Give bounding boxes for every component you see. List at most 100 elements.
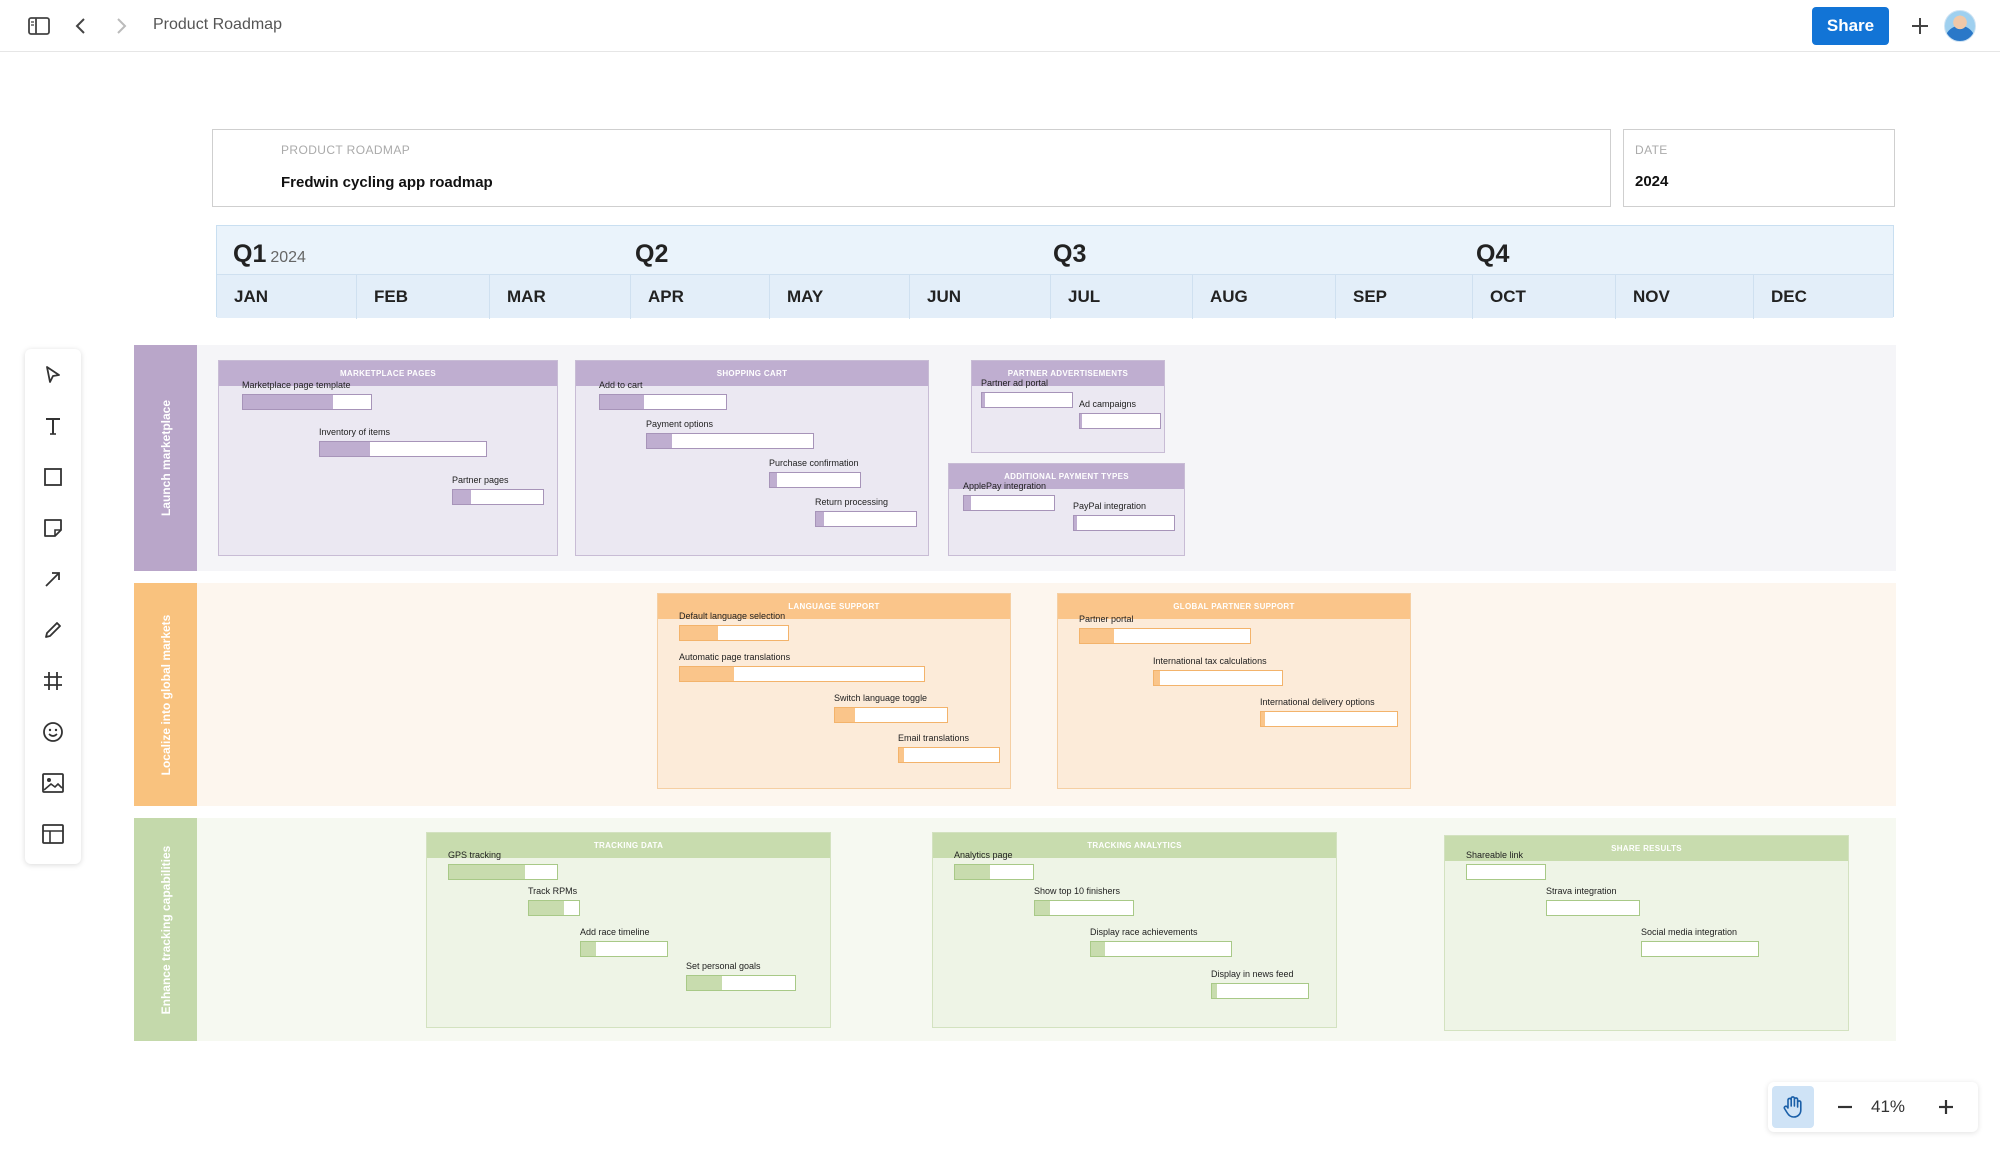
task-progress-bar[interactable] <box>686 975 796 991</box>
swimlane: Localize into global markets <box>134 583 1896 806</box>
epic-title: PARTNER ADVERTISEMENTS <box>972 361 1164 386</box>
minus-icon <box>1838 1105 1852 1109</box>
zoom-control: 41% <box>1768 1082 1978 1132</box>
template-icon[interactable] <box>39 820 67 848</box>
task-progress-bar[interactable] <box>580 941 668 957</box>
task-label: Switch language toggle <box>834 693 928 703</box>
task-progress-bar[interactable] <box>1073 515 1175 531</box>
task-progress-fill <box>680 626 718 640</box>
task-label: GPS tracking <box>448 850 502 860</box>
task-progress-bar[interactable] <box>898 747 1000 763</box>
swimlane-label[interactable]: Enhance tracking capabilities <box>134 818 197 1041</box>
month-nov: NOV <box>1615 275 1753 319</box>
task-progress-bar[interactable] <box>599 394 727 410</box>
date-card-label: DATE <box>1635 143 1668 157</box>
zoom-in-button[interactable] <box>1931 1092 1961 1122</box>
top-bar: Product Roadmap Share <box>0 0 2000 52</box>
task-progress-bar[interactable] <box>1090 941 1232 957</box>
quarter-q2: Q2 <box>635 240 669 268</box>
task-progress-fill <box>1035 901 1050 915</box>
task-progress-fill <box>770 473 778 487</box>
date-card[interactable]: DATE 2024 <box>1623 129 1895 207</box>
pen-icon[interactable] <box>39 616 67 644</box>
task-label: Social media integration <box>1641 927 1738 937</box>
arrow-icon[interactable] <box>39 565 67 593</box>
month-aug: AUG <box>1192 275 1335 319</box>
task-progress-bar[interactable] <box>679 625 789 641</box>
month-jul: JUL <box>1050 275 1192 319</box>
task-progress-bar[interactable] <box>646 433 814 449</box>
task-progress-bar[interactable] <box>452 489 544 505</box>
month-jan: JAN <box>234 287 269 306</box>
task-progress-bar[interactable] <box>242 394 372 410</box>
task-label: PayPal integration <box>1073 501 1147 511</box>
task-progress-bar[interactable] <box>679 666 925 682</box>
task-progress-bar[interactable] <box>1546 900 1640 916</box>
roadmap-title-card[interactable]: PRODUCT ROADMAP Fredwin cycling app road… <box>212 129 1611 207</box>
task-progress-fill <box>687 976 722 990</box>
task-progress-fill <box>600 395 645 409</box>
task-progress-fill <box>899 748 904 762</box>
task-label: Display in news feed <box>1211 969 1294 979</box>
task-progress-fill <box>529 901 564 915</box>
emoji-icon[interactable] <box>39 718 67 746</box>
task-progress-fill <box>816 512 824 526</box>
task-progress-fill <box>320 442 370 456</box>
swimlane-label[interactable]: Launch marketplace <box>134 345 197 571</box>
hand-icon[interactable] <box>1772 1086 1814 1128</box>
swimlane-label[interactable]: Localize into global markets <box>134 583 197 806</box>
zoom-level: 41% <box>1871 1097 1906 1116</box>
task-progress-bar[interactable] <box>1034 900 1134 916</box>
task-label: ApplePay integration <box>963 481 1047 491</box>
text-icon[interactable] <box>39 412 67 440</box>
avatar[interactable] <box>1944 10 1976 42</box>
task-progress-bar[interactable] <box>448 864 558 880</box>
sticky-note-icon[interactable] <box>39 514 67 542</box>
task-progress-fill <box>1080 414 1083 428</box>
cursor-icon[interactable] <box>39 361 67 389</box>
task-label: Show top 10 finishers <box>1034 886 1121 896</box>
task-progress-bar[interactable] <box>769 472 861 488</box>
task-progress-fill <box>955 865 991 879</box>
task-progress-bar[interactable] <box>1153 670 1283 686</box>
task-label: Return processing <box>815 497 889 507</box>
task-progress-fill <box>647 434 672 448</box>
chevron-left-icon[interactable] <box>66 12 94 40</box>
sidebar-toggle-icon[interactable] <box>25 12 53 40</box>
task-label: Add race timeline <box>580 927 650 937</box>
task-label: Shareable link <box>1466 850 1524 860</box>
task-progress-bar[interactable] <box>1079 413 1161 429</box>
epic-card[interactable]: MARKETPLACE PAGES <box>218 360 558 556</box>
frame-icon[interactable] <box>39 667 67 695</box>
task-label: Strava integration <box>1546 886 1617 896</box>
task-progress-bar[interactable] <box>1641 941 1759 957</box>
task-label: Set personal goals <box>686 961 761 971</box>
task-label: Add to cart <box>599 380 643 390</box>
task-progress-bar[interactable] <box>834 707 948 723</box>
task-progress-bar[interactable] <box>1466 864 1546 880</box>
task-progress-bar[interactable] <box>954 864 1034 880</box>
task-label: Inventory of items <box>319 427 391 437</box>
task-progress-bar[interactable] <box>1211 983 1309 999</box>
task-label: Ad campaigns <box>1079 399 1137 409</box>
plus-icon[interactable] <box>1906 12 1934 40</box>
epic-card[interactable]: GLOBAL PARTNER SUPPORT <box>1057 593 1411 789</box>
task-progress-bar[interactable] <box>815 511 917 527</box>
task-label: Display race achievements <box>1090 927 1198 937</box>
task-progress-bar[interactable] <box>1079 628 1251 644</box>
share-button[interactable]: Share <box>1812 7 1889 45</box>
task-label: Marketplace page template <box>242 380 351 390</box>
chevron-right-icon[interactable] <box>108 12 136 40</box>
task-progress-bar[interactable] <box>528 900 580 916</box>
rectangle-icon[interactable] <box>39 463 67 491</box>
month-apr: APR <box>630 275 769 319</box>
task-label: Email translations <box>898 733 970 743</box>
quarter-q4: Q4 <box>1476 240 1510 268</box>
task-progress-bar[interactable] <box>981 392 1073 408</box>
image-icon[interactable] <box>39 769 67 797</box>
task-label: Automatic page translations <box>679 652 791 662</box>
task-progress-bar[interactable] <box>1260 711 1398 727</box>
zoom-out-button[interactable] <box>1830 1092 1860 1122</box>
task-progress-bar[interactable] <box>963 495 1055 511</box>
task-progress-bar[interactable] <box>319 441 487 457</box>
